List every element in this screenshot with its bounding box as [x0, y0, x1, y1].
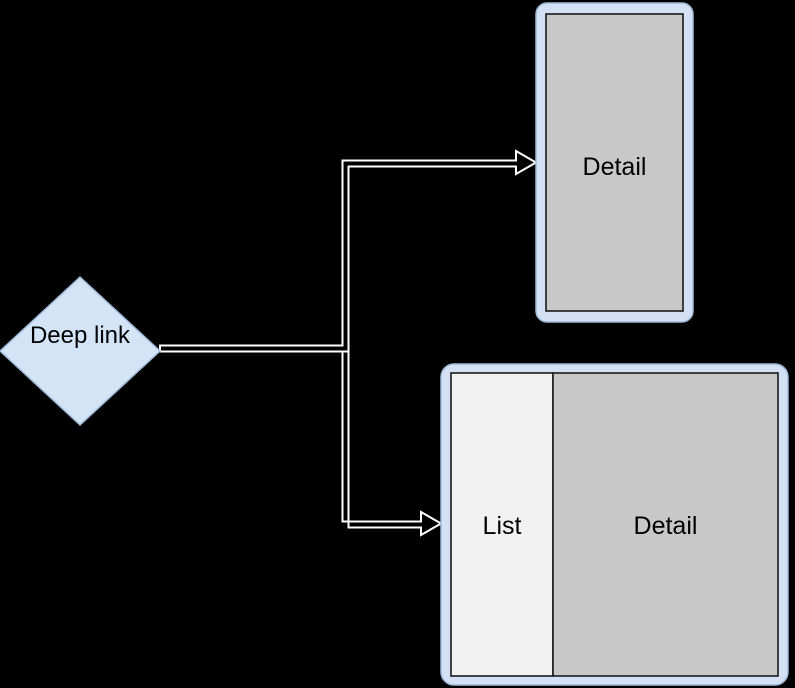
edge-deep-link-to-phone-detail: [159, 149, 539, 353]
phone-screen-detail[interactable]: [545, 13, 684, 312]
tablet-pane-detail[interactable]: [552, 372, 779, 677]
node-deep-link[interactable]: [0, 275, 162, 427]
node-tablet-split[interactable]: [440, 363, 789, 686]
tablet-pane-list[interactable]: [450, 372, 554, 677]
deep-link-diamond-shape[interactable]: [0, 275, 162, 427]
node-phone-detail[interactable]: [535, 2, 694, 323]
